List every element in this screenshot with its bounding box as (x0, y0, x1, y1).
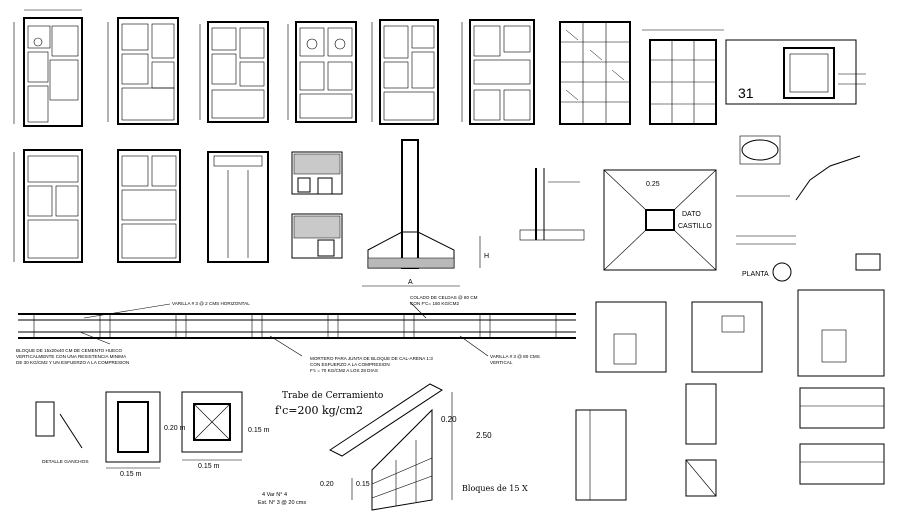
beam-height-label: 0.20 (441, 415, 457, 424)
floor-plan-row-top: 31 (13, 9, 866, 127)
wall-block-cells (33, 313, 557, 339)
note-cell-pour: COLADO DE CELDAS @ 80 CM (410, 295, 478, 300)
column-section: 0.15 m (105, 391, 161, 478)
floor-plan-row-bottom: H A 0.25 DATO CASTILLO (13, 135, 881, 287)
note-cell-strength: CON F'C= 150 KG/CM2 (410, 301, 459, 306)
note-mortar-1: MORTERO PARA JUNTA DE BLOQUE DE CAL-AREN… (310, 356, 433, 361)
castillo-depth-label: 0.15 m (248, 427, 270, 434)
structural-plan-1 (559, 21, 631, 125)
floor-plan-7 (13, 149, 83, 263)
wall-section (519, 168, 585, 241)
castillo-height-label: 0.20 m (164, 425, 186, 432)
note-mortar-2: CON ESFUERZO A LA COMPRESION (310, 362, 390, 367)
footing-plan: 0.25 DATO CASTILLO (603, 169, 717, 271)
floor-plan-1 (13, 9, 83, 127)
tank-detail: 31 (725, 39, 866, 105)
column-width-label: 0.15 m (120, 471, 142, 478)
dim-h: H (484, 253, 489, 260)
floor-plan-4 (287, 21, 357, 123)
rebar-spec-2: Est. N° 3 @ 20 cms (258, 500, 306, 506)
facade-front (291, 151, 343, 195)
dim-025: 0.25 (646, 181, 660, 188)
lower-right-details (575, 383, 885, 501)
facade-side (291, 213, 343, 259)
hook-detail: DETALLE GANCHOS (35, 401, 89, 465)
floor-plan-8 (117, 149, 181, 263)
block-wall-elevation: VARILLA # 3 @ 2 CMS HORIZONTAL COLADO DE… (16, 295, 576, 373)
note-vertical-rebar-1: VARILLA # 3 @ 80 CMS (490, 354, 540, 359)
floor-plan-5 (371, 19, 439, 125)
note-block-2: VERTICALMENTE CON UNA RESISTENCIA MINIMA (16, 354, 127, 359)
wall-height-label: 2.50 (476, 431, 492, 440)
dato-label: DATO (682, 211, 701, 218)
detalle-label: DETALLE GANCHOS (42, 459, 89, 465)
structural-plan-2 (642, 29, 724, 125)
concrete-spec: f'c=200 kg/cm2 (275, 404, 363, 417)
note-block-1: BLOQUE DE 15x20x40 CM DE CEMENTO HUECO (16, 348, 123, 353)
note-block-3: DE 30 KG/CM2 Y UN ESFUERZO A LA COMPRESI… (16, 360, 129, 365)
castillo-section: 0.20 m 0.15 m 0.15 m (164, 391, 270, 470)
sheet-number: 31 (738, 85, 754, 101)
beam-width-label: 0.20 (320, 481, 334, 488)
note-horizontal-rebar: VARILLA # 3 @ 2 CMS HORIZONTAL (172, 301, 250, 306)
planta-label: PLANTA (742, 271, 769, 278)
floor-plan-2 (107, 17, 179, 125)
block-size-label: Bloques de 15 X (462, 484, 528, 493)
castillo-width-label: 0.15 m (198, 463, 220, 470)
roof-plan (207, 151, 269, 263)
rebar-spec-1: 4 Var N° 4 (262, 492, 287, 498)
right-details: PLANTA (736, 135, 881, 282)
footing-section: H A (362, 139, 489, 287)
trabe-title: Trabe de Cerramiento (282, 391, 383, 401)
note-vertical-rebar-2: VERTICAL (490, 360, 513, 365)
bathroom-sections (595, 289, 885, 377)
castillo-label: CASTILLO (678, 223, 712, 230)
floor-plan-6 (461, 19, 535, 125)
bond-beam-isometric: Trabe de Cerramiento f'c=200 kg/cm2 0.20… (258, 383, 528, 511)
note-mortar-3: F'c = 70 KG/CM2 A LOS 28 DIAS (310, 368, 378, 373)
dim-a: A (408, 279, 413, 286)
beam-depth-label: 0.15 (356, 481, 370, 488)
floor-plan-3 (199, 21, 269, 123)
